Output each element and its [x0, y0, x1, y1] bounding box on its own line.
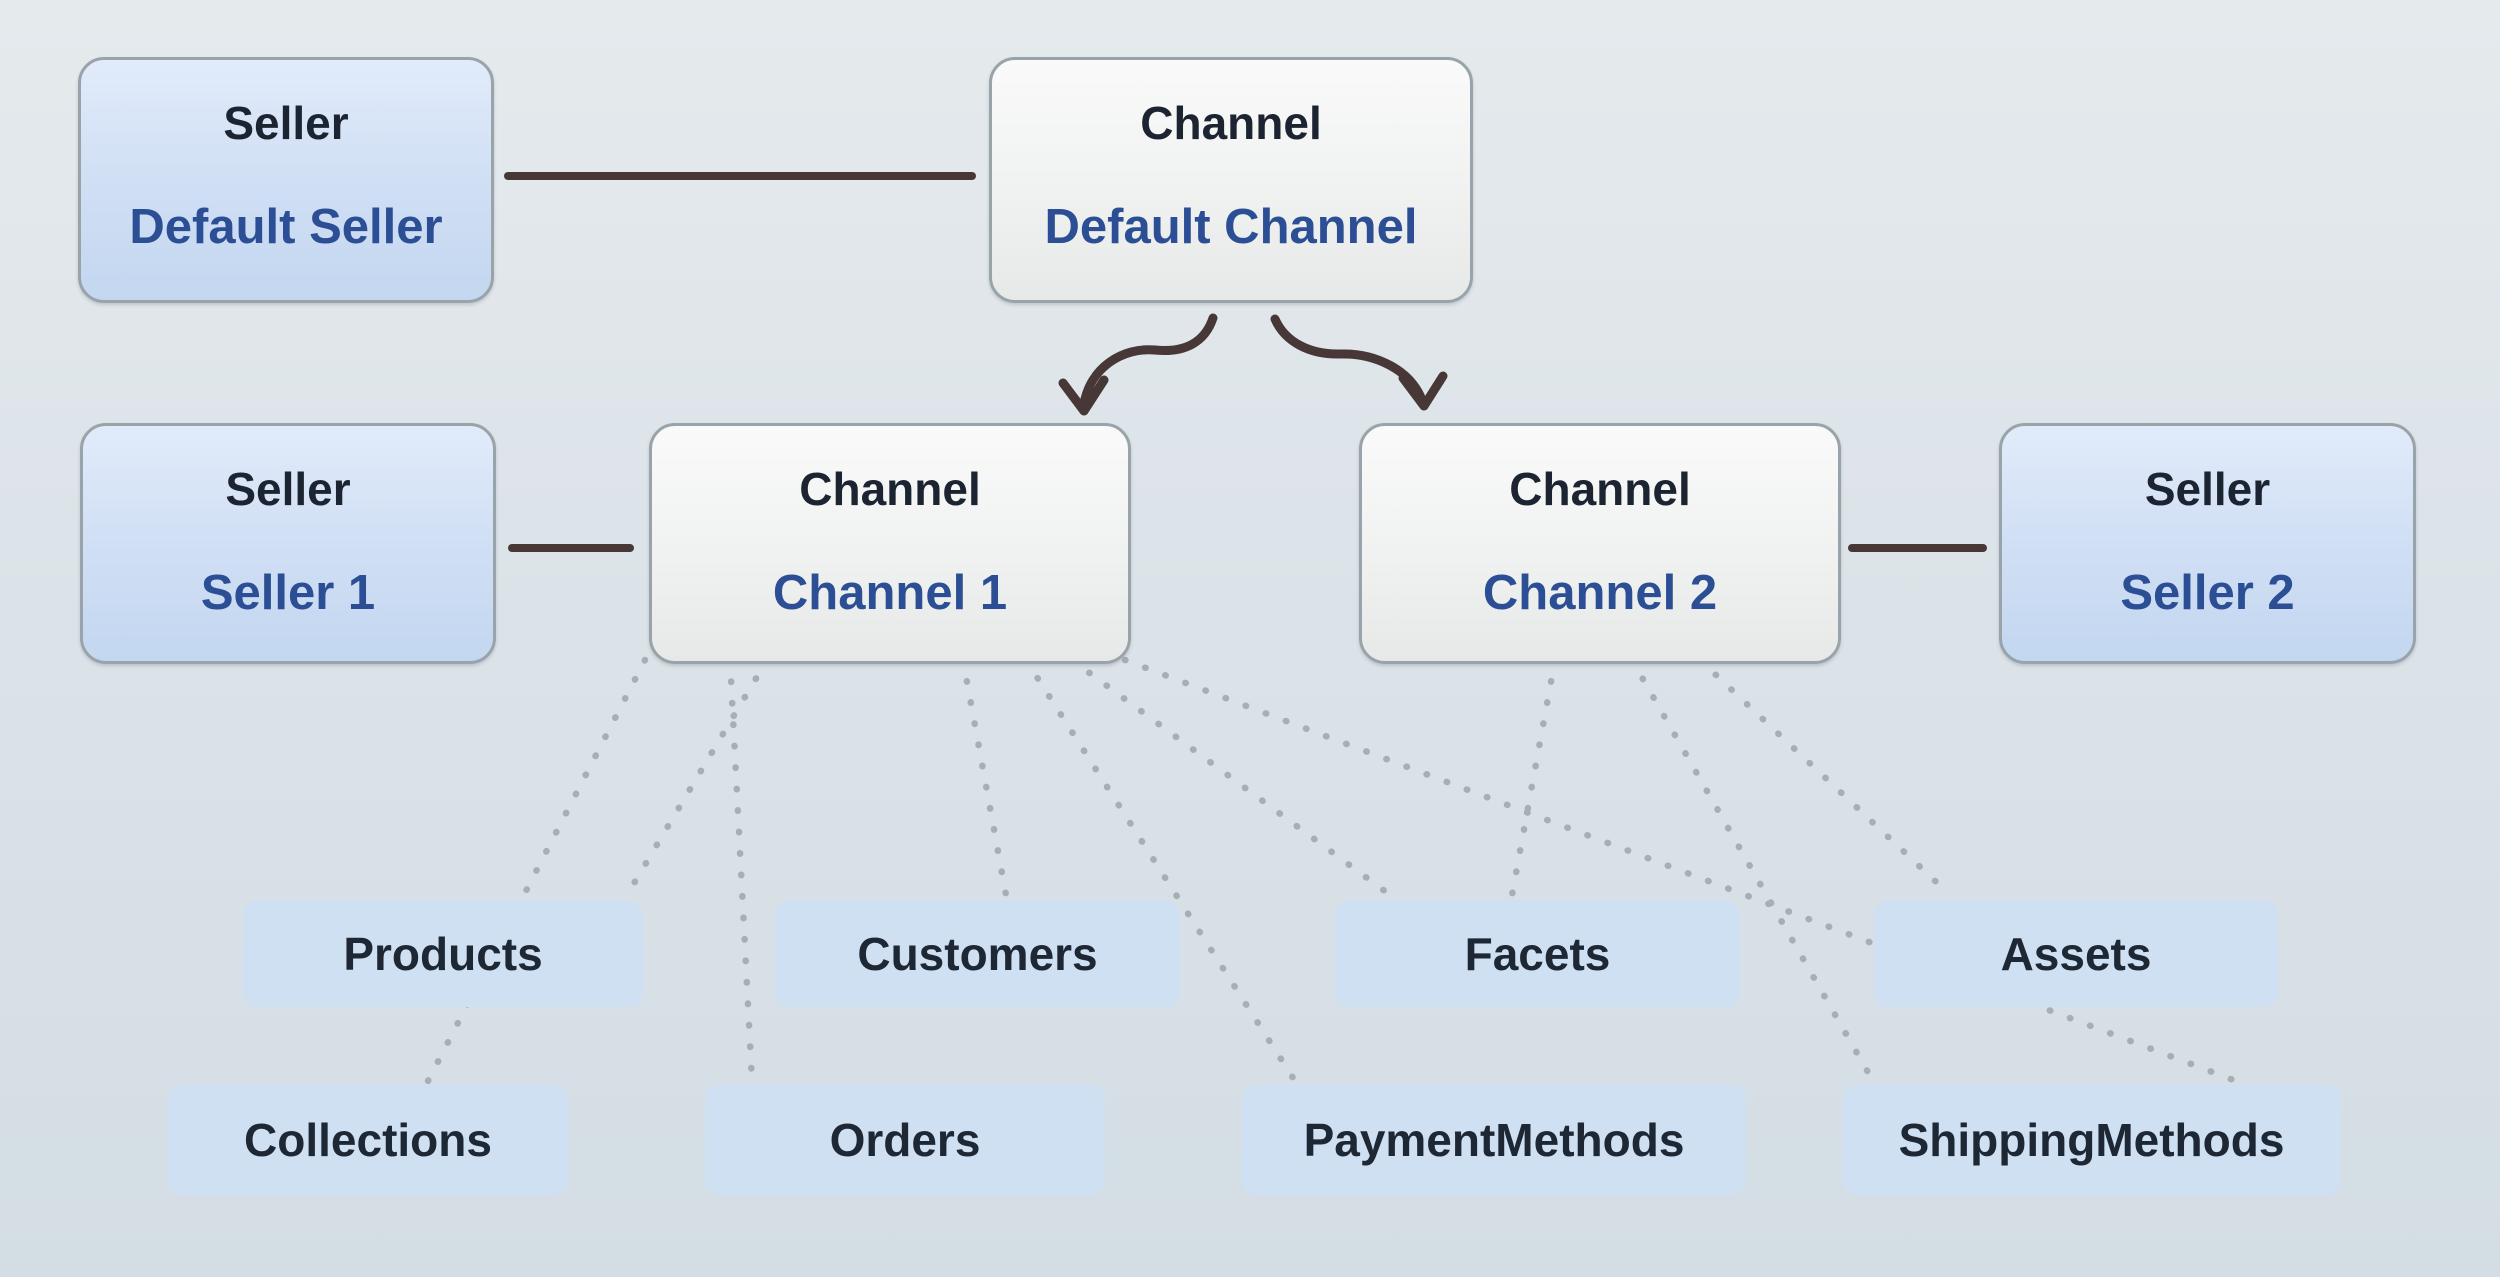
edge-channel1-products: [623, 656, 771, 899]
entity-chip-shipping-methods: ShippingMethods: [1842, 1085, 2341, 1195]
entity-chip-assets: Assets: [1874, 900, 2278, 1007]
edge-channel1-collections: [424, 656, 649, 1085]
entity-chip-customers: Customers: [775, 900, 1180, 1007]
node-title: Seller: [223, 97, 349, 149]
node-name: Channel 2: [1482, 566, 1718, 620]
node-name: Seller 1: [200, 566, 376, 620]
node-seller-2: Seller Seller 2: [1999, 423, 2416, 664]
node-title: Seller: [225, 463, 351, 515]
entity-chip-products: Products: [243, 900, 643, 1007]
edge-channel1-shippingmethods: [1121, 656, 2240, 1085]
node-name: Default Seller: [129, 200, 443, 254]
node-default-channel: Channel Default Channel: [989, 57, 1473, 303]
entity-chip-collections: Collections: [168, 1085, 568, 1195]
node-seller-1: Seller Seller 1: [80, 423, 496, 664]
node-name: Channel 1: [772, 566, 1008, 620]
node-channel-1: Channel Channel 1: [649, 423, 1131, 664]
node-title: Channel: [799, 463, 981, 515]
arrow-default-channel-to-channel1: [1079, 313, 1218, 409]
edge-channel2-facets: [1508, 656, 1559, 899]
node-title: Channel: [1509, 463, 1691, 515]
node-channel-2: Channel Channel 2: [1359, 423, 1841, 664]
node-name: Default Channel: [1044, 200, 1418, 254]
entity-chip-orders: Orders: [705, 1085, 1105, 1195]
node-title: Channel: [1140, 97, 1322, 149]
entity-chip-facets: Facets: [1335, 900, 1740, 1007]
arrowhead-channel2-icon: [1398, 371, 1448, 411]
node-title: Seller: [2144, 463, 2271, 515]
arrowhead-channel1-icon: [1058, 375, 1109, 416]
edge-channel1-facets: [1068, 656, 1394, 899]
entity-chip-payment-methods: PaymentMethods: [1242, 1085, 1746, 1195]
node-name: Seller 2: [2120, 566, 2295, 620]
edge-channel2-assets: [1696, 656, 1954, 899]
node-default-seller: Seller Default Seller: [78, 57, 494, 303]
arrow-default-channel-to-channel2: [1270, 314, 1427, 405]
edge-channel1-paymentmethods: [1022, 656, 1299, 1085]
edge-channel1-customers: [959, 656, 1010, 899]
